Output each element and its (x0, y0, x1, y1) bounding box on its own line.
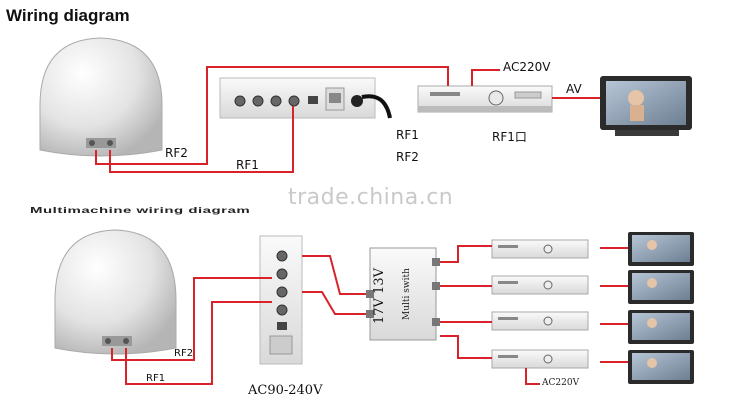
label-rf2-1: RF2 (165, 146, 188, 160)
cable-out-4 (440, 335, 492, 359)
control-box-2 (259, 235, 303, 365)
diagram2-title: Multimachine wiring diagram (30, 206, 251, 216)
label-receiver-rf1-port: RF1口 (492, 130, 527, 144)
label-av-1: AV (566, 82, 582, 96)
diagram1-title: Wiring diagram (6, 6, 130, 25)
satellite-receiver-2a (491, 239, 589, 259)
television-1 (600, 76, 692, 136)
multiswitch (366, 247, 440, 341)
label-rf1-2: RF1 (146, 373, 166, 384)
label-rf1-1: RF1 (236, 158, 259, 172)
cable-rf1-1 (109, 106, 294, 173)
label-rf2-2: RF2 (174, 348, 194, 359)
television-2b (628, 270, 694, 304)
label-multiswitch-voltage: 17V 13V (372, 268, 387, 324)
cable-rf2-1 (95, 66, 449, 165)
satellite-receiver-2c (491, 311, 589, 331)
cable-ac220v-1 (471, 69, 500, 86)
television-2d (628, 350, 694, 384)
cable-out-1 (440, 245, 492, 263)
satellite-receiver-2b (491, 275, 589, 295)
cable-switch-in-1 (302, 255, 366, 295)
control-box-1 (219, 77, 392, 119)
label-ac220v-1: AC220V (503, 60, 551, 74)
television-2c (628, 310, 694, 344)
cable-rf1-2 (125, 301, 272, 385)
label-ac90-240v: AC90-240V (248, 383, 323, 398)
satellite-receiver-2d (491, 349, 589, 369)
satellite-receiver-1 (417, 85, 553, 113)
watermark: trade.china.cn (288, 185, 454, 210)
label-multiswitch-name: Multi swith (402, 268, 412, 320)
label-receiver-rf2: RF2 (396, 150, 419, 164)
cable-rf2-2 (111, 277, 272, 361)
cable-ac220v-2 (525, 368, 540, 385)
cables-diagram-1 (95, 66, 600, 173)
antenna-dome-1 (39, 37, 163, 157)
television-2a (628, 232, 694, 266)
cables-diagram-2 (111, 245, 628, 385)
label-ac220v-2: AC220V (542, 378, 580, 388)
label-receiver-rf1: RF1 (396, 128, 419, 142)
cable-switch-in-2 (302, 291, 366, 315)
antenna-dome-2 (54, 229, 177, 355)
